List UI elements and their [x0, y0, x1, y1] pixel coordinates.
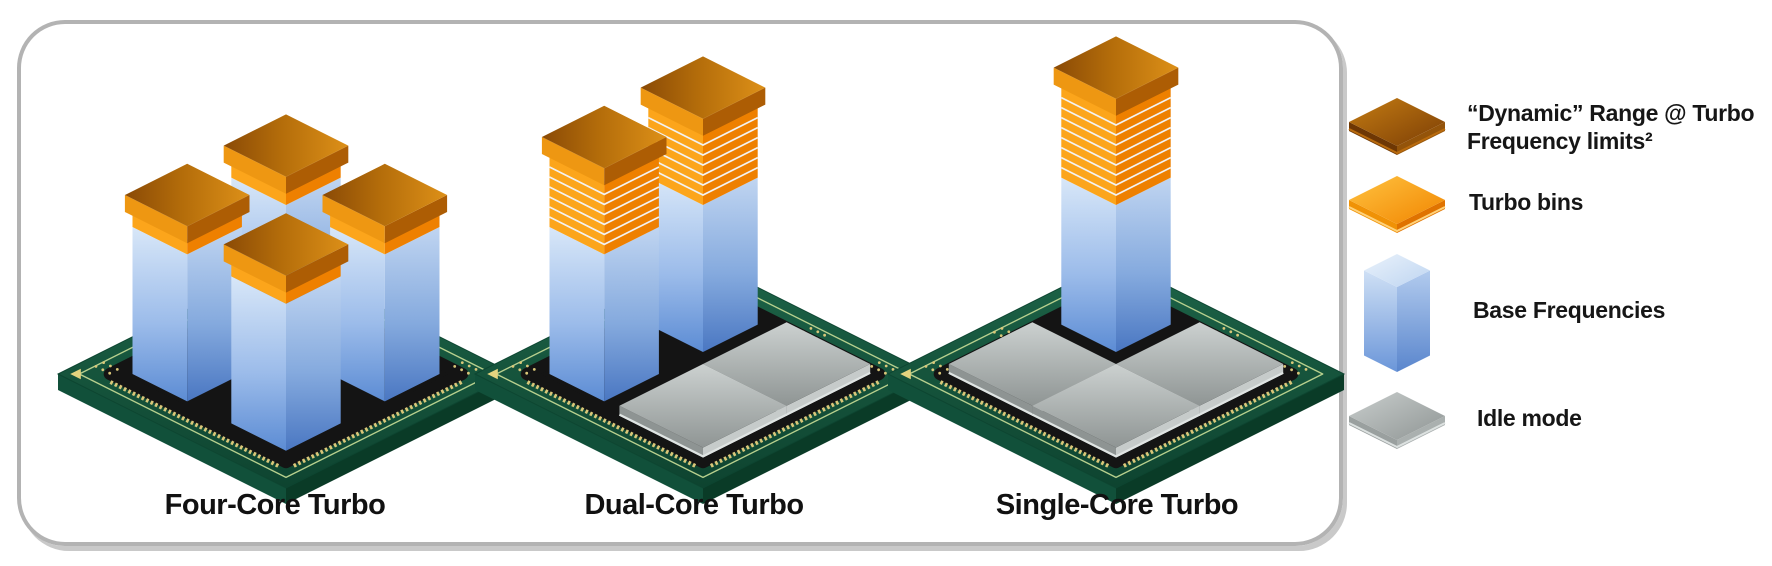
legend-label-turbo-bins: Turbo bins — [1469, 189, 1584, 215]
core-column — [124, 163, 250, 402]
chip-dual-core-illustration — [473, 0, 933, 540]
core-column — [1053, 36, 1179, 352]
core-column — [541, 105, 667, 402]
legend-label-base-frequencies: Base Frequencies — [1473, 297, 1666, 323]
core-column — [640, 56, 766, 352]
idle-mode-swatch-icon — [1345, 388, 1449, 461]
idle-core-pad — [618, 364, 788, 458]
core-column — [322, 163, 448, 402]
caption-single-core-turbo: Single-Core Turbo — [995, 489, 1239, 521]
caption-dual-core-turbo: Dual-Core Turbo — [584, 489, 804, 521]
core-column — [223, 213, 349, 451]
caption-four-core-turbo: Four-Core Turbo — [164, 489, 386, 521]
base-frequencies-swatch-icon — [1352, 246, 1442, 385]
turbo-bins-swatch-icon — [1345, 172, 1449, 245]
legend-label-dynamic-range: “Dynamic” Range @ Turbo Frequency limits… — [1467, 100, 1755, 155]
diagram-border-frame — [17, 20, 1343, 546]
chip-four-core-illustration — [56, 0, 516, 540]
chip-single-core-illustration — [886, 0, 1346, 540]
legend-label-idle-mode: Idle mode — [1477, 405, 1582, 431]
dynamic-range-swatch-icon — [1345, 94, 1449, 167]
